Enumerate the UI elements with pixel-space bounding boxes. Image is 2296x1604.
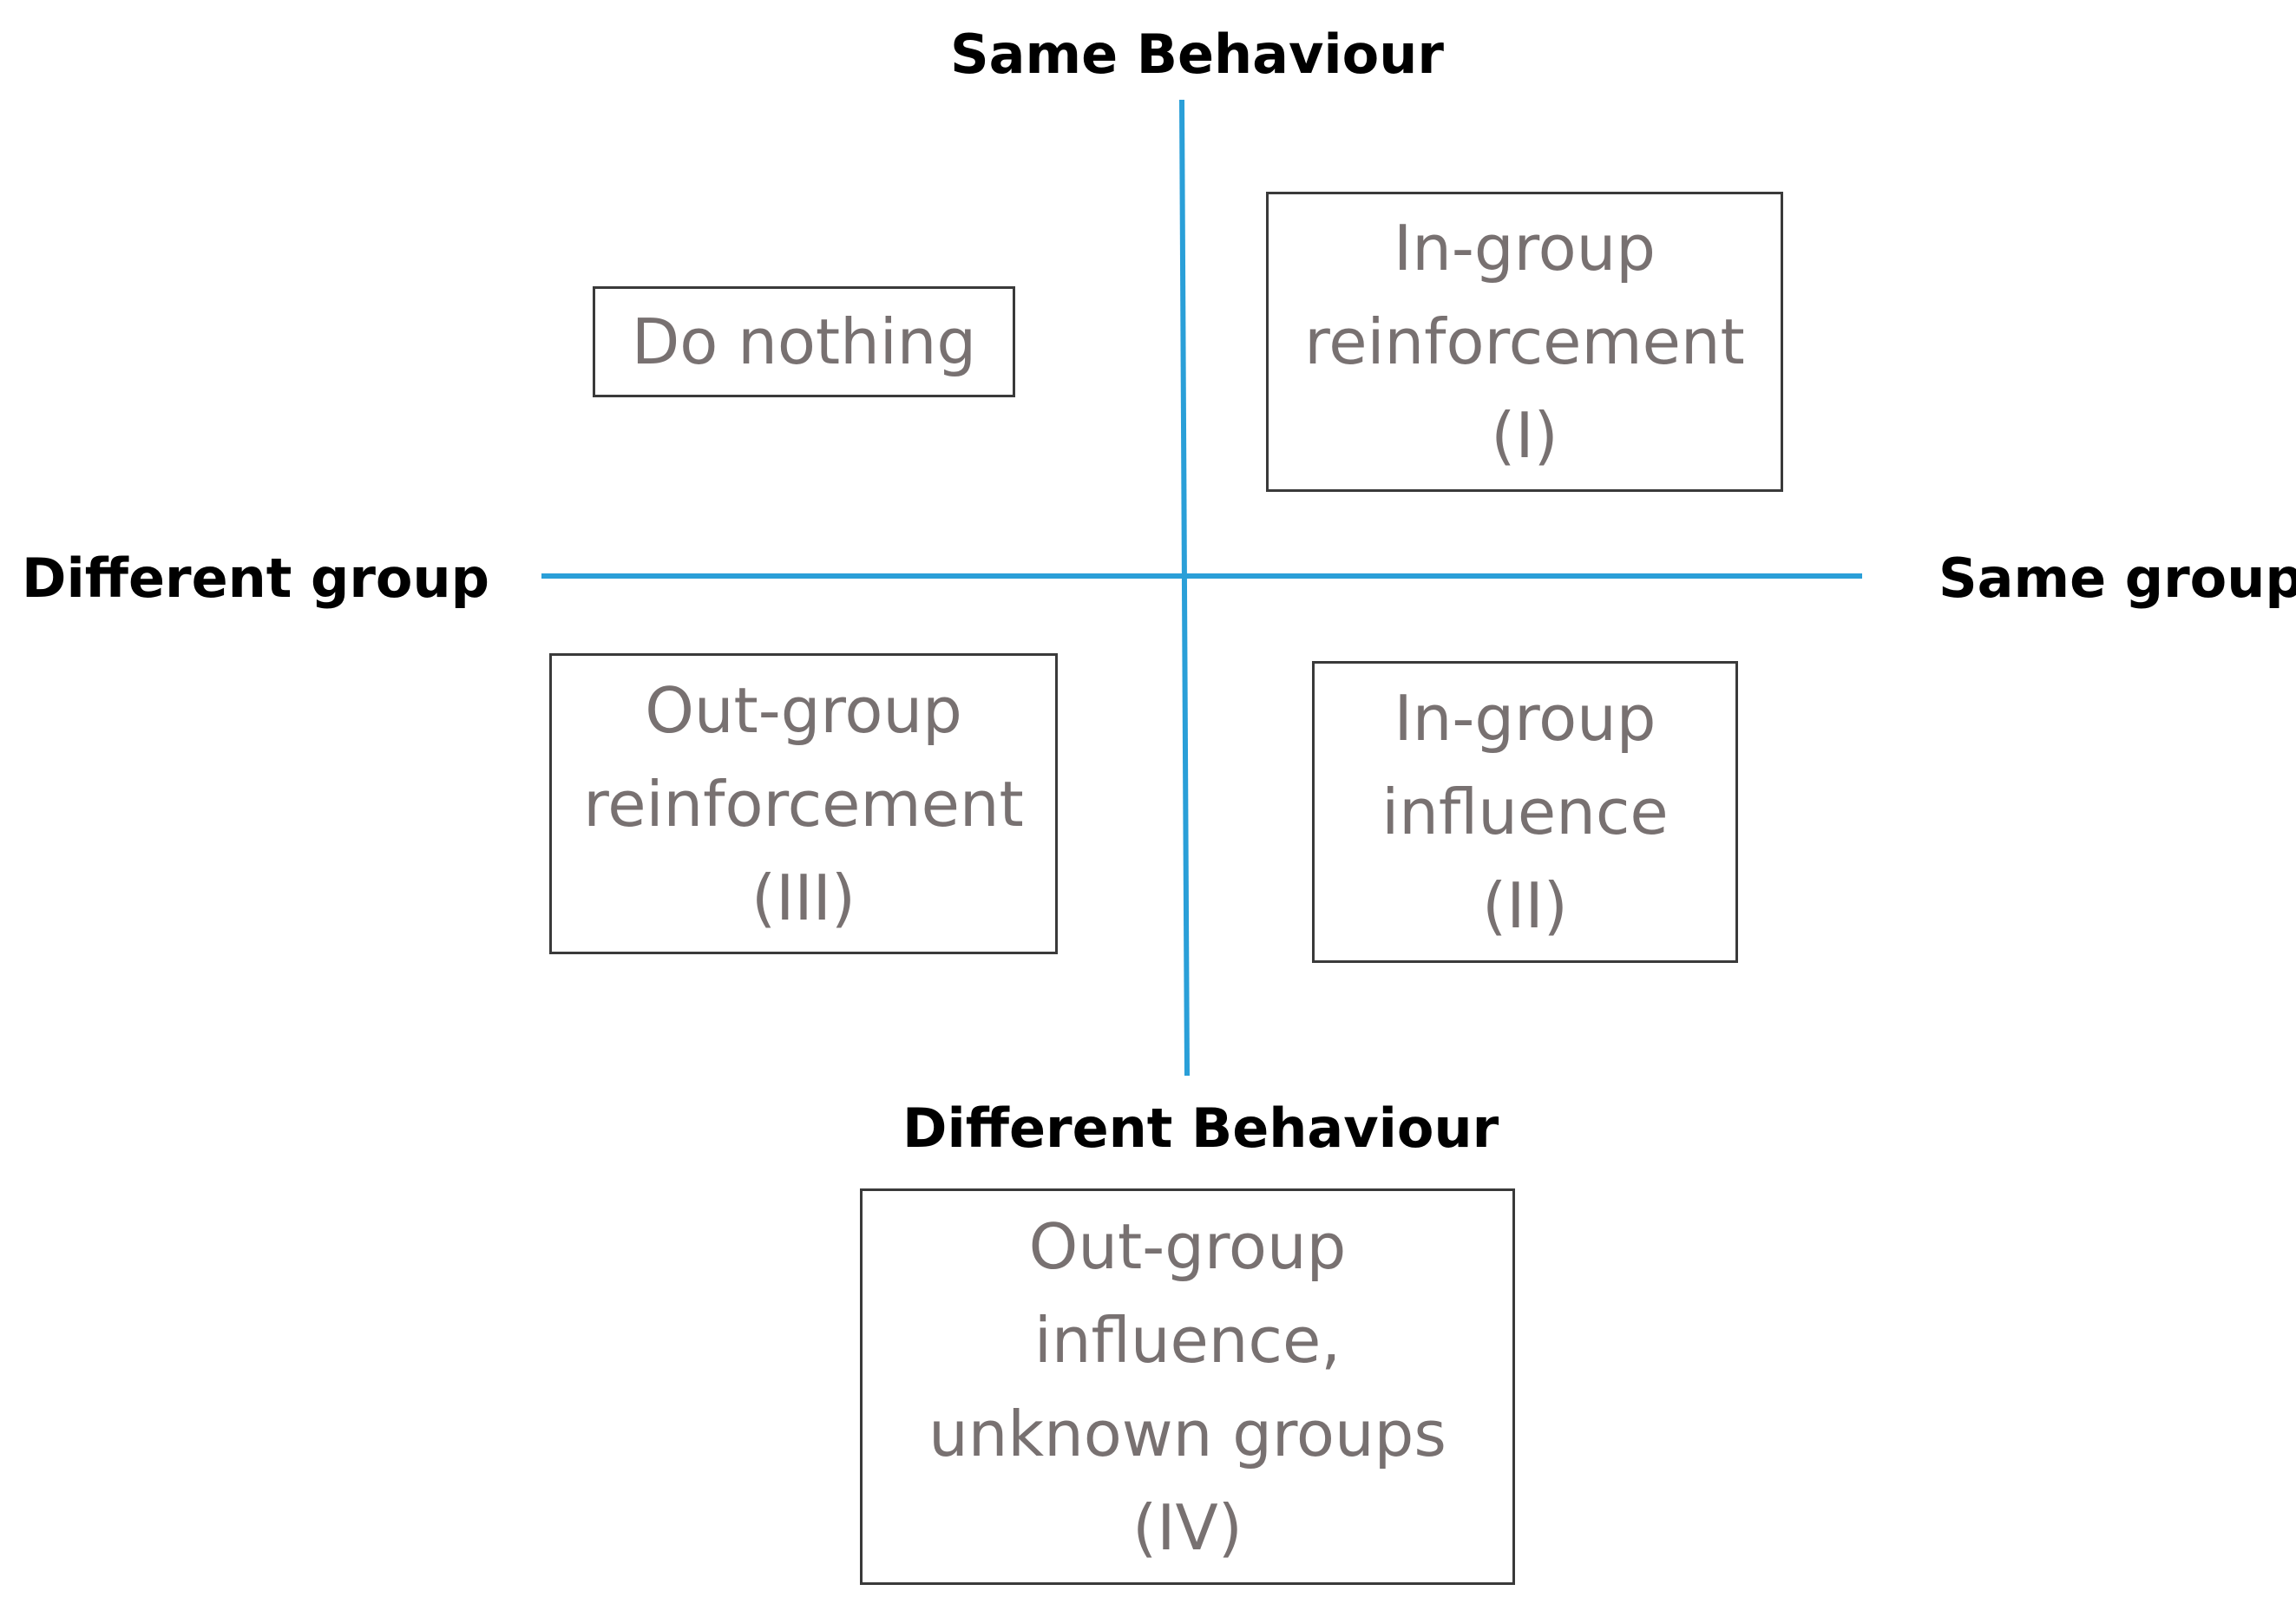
box-outgroup-influence-line-3: unknown groups [928,1397,1446,1470]
box-outgroup-reinforcement: Out-group reinforcement (III) [549,653,1058,954]
box-ingroup-reinforcement: In-group reinforcement (I) [1266,192,1783,492]
vertical-axis-line [1179,99,1190,1077]
box-ingroup-reinforcement-line-2: reinforcement [1304,305,1745,378]
box-outgroup-influence-line-4: (IV) [1132,1490,1243,1564]
box-outgroup-reinforcement-line-3: (III) [751,861,856,934]
box-ingroup-reinforcement-line-1: In-group [1394,212,1656,285]
box-ingroup-influence-line-2: influence [1381,776,1669,848]
box-ingroup-influence: In-group influence (II) [1312,661,1738,963]
box-ingroup-influence-line-3: (II) [1482,869,1568,942]
box-do-nothing: Do nothing [593,286,1015,397]
box-outgroup-influence-line-2: influence, [1033,1303,1342,1377]
box-outgroup-reinforcement-line-2: reinforcement [583,767,1024,841]
axis-label-bottom: Different Behaviour [902,1097,1499,1160]
axis-label-top: Same Behaviour [950,23,1444,86]
box-do-nothing-line-1: Do nothing [631,305,977,378]
box-ingroup-influence-line-1: In-group [1394,682,1656,755]
box-outgroup-influence: Out-group influence, unknown groups (IV) [860,1188,1515,1585]
box-outgroup-influence-line-1: Out-group [1028,1209,1347,1283]
box-ingroup-reinforcement-line-3: (I) [1491,399,1558,472]
box-outgroup-reinforcement-line-1: Out-group [645,673,962,747]
axis-label-left: Different group [22,547,490,610]
axis-label-right: Same group [1938,547,2296,610]
